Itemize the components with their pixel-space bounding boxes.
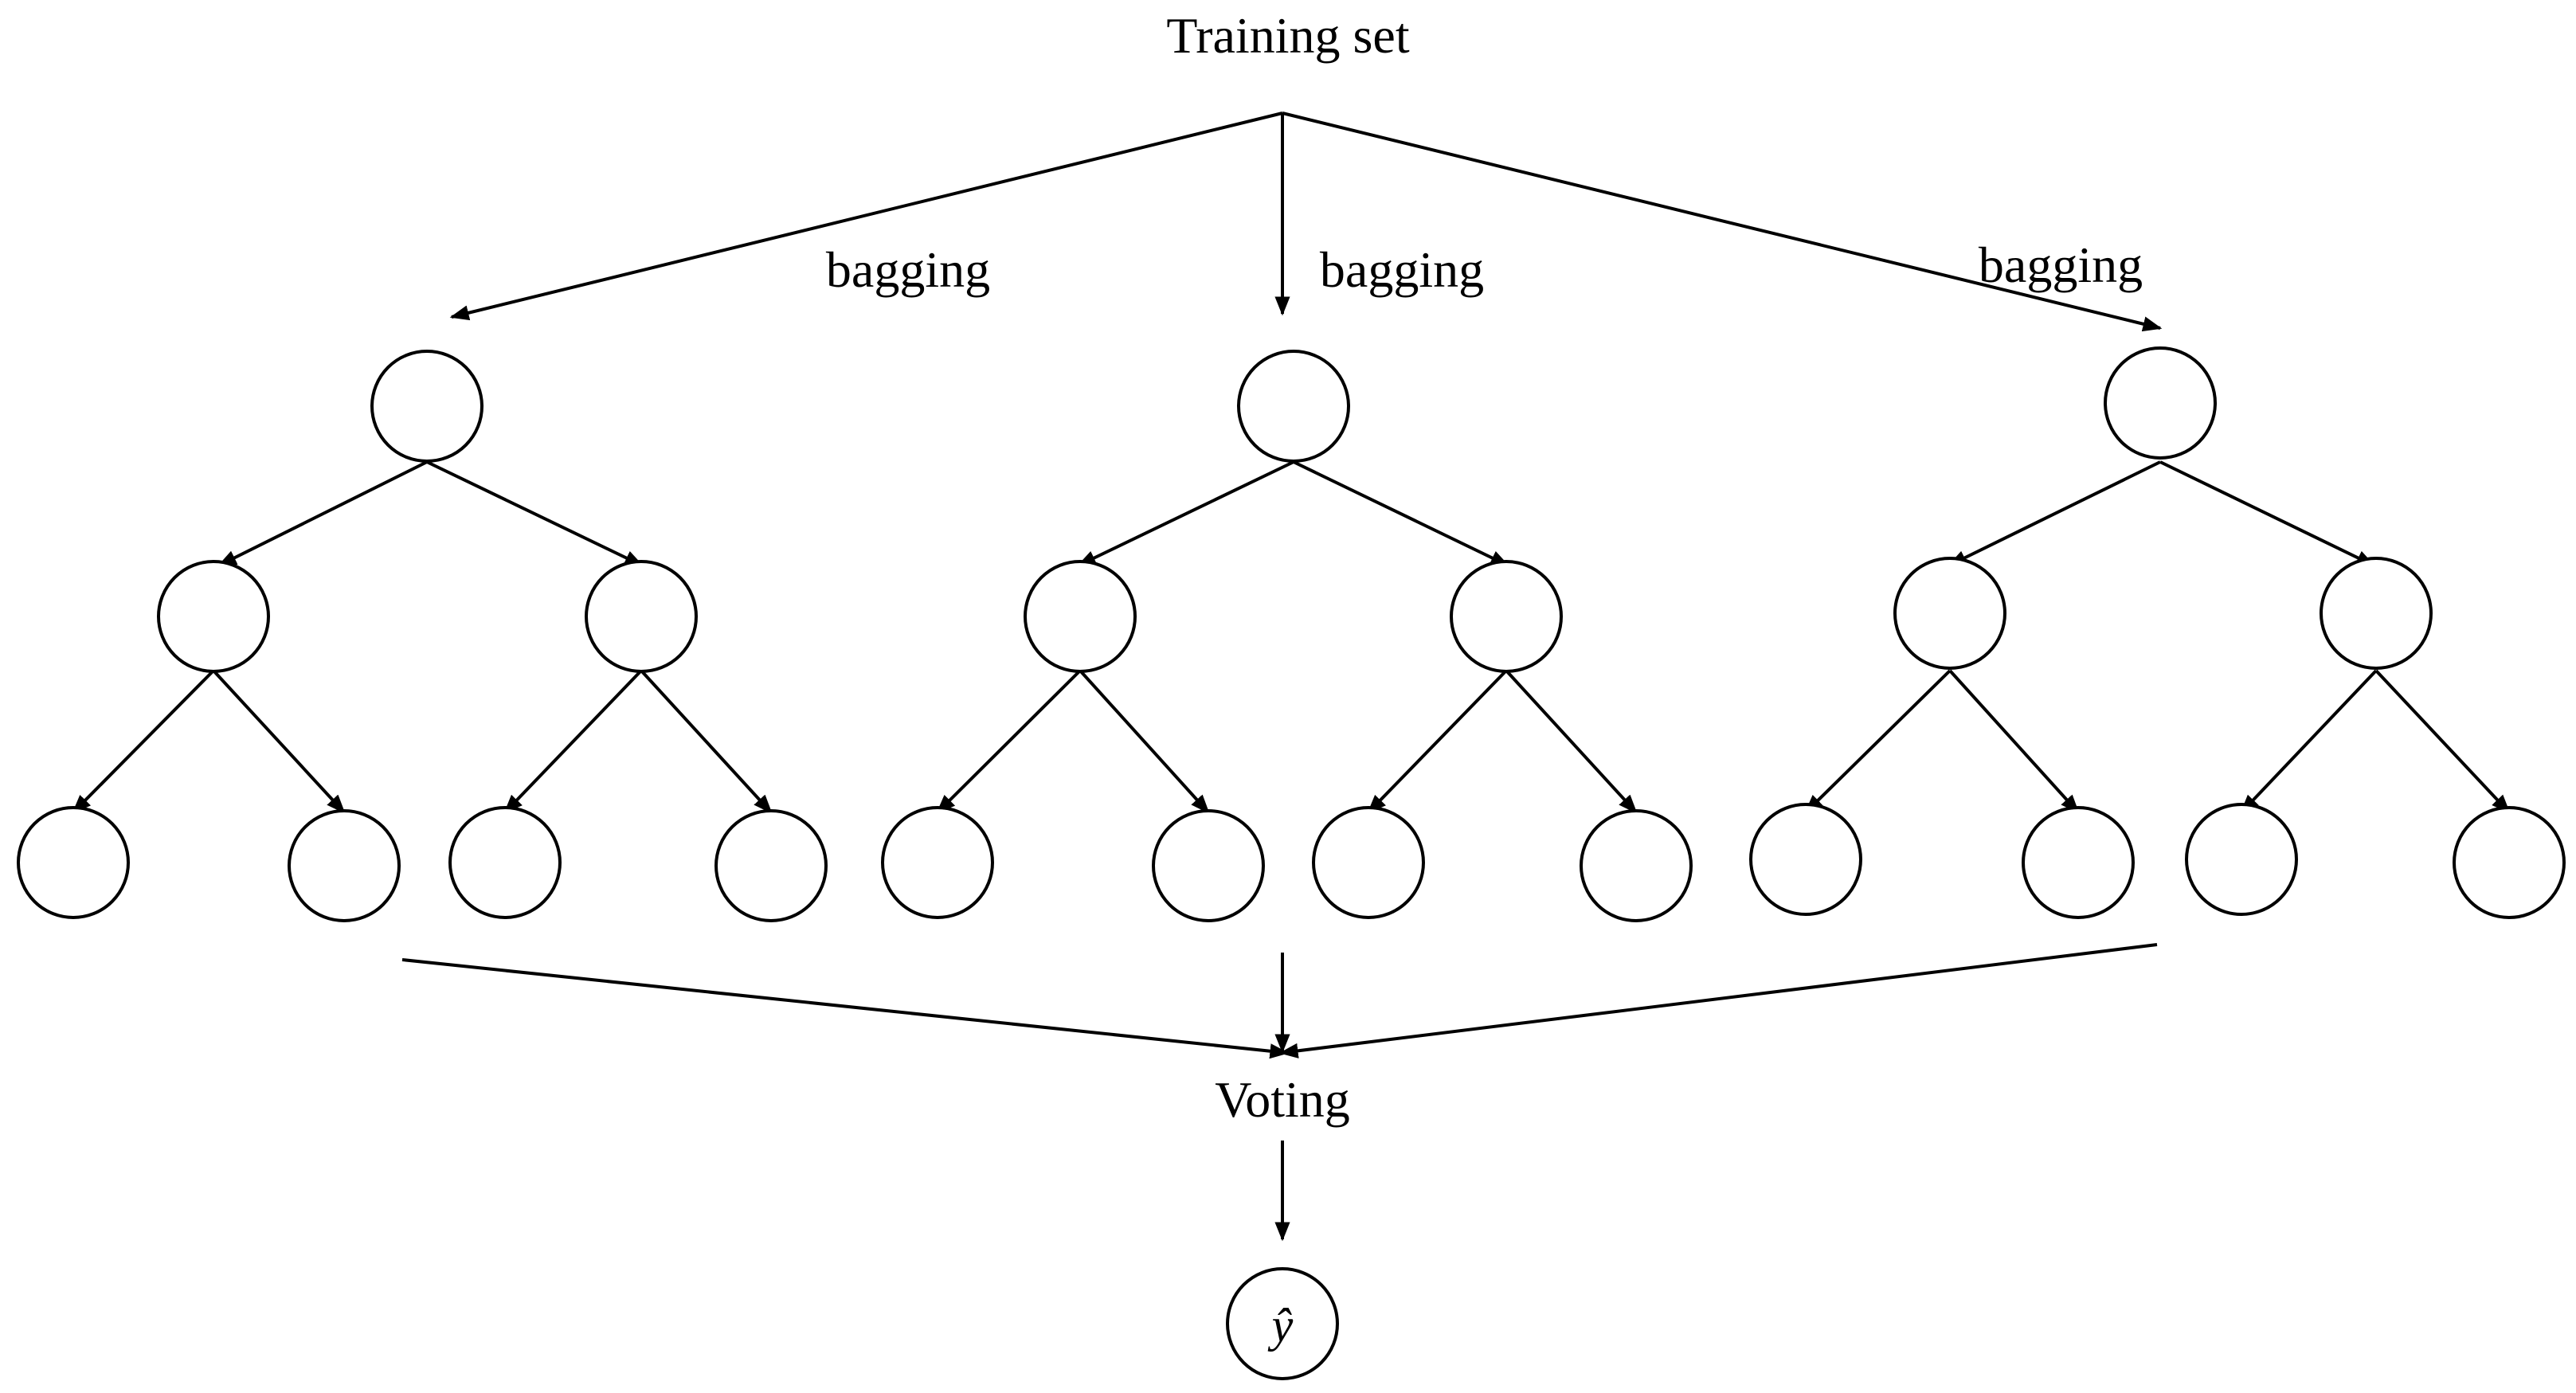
bagging-label-right: bagging <box>1979 237 2143 293</box>
tree-edge <box>1948 669 2080 814</box>
tree-edge <box>217 460 428 567</box>
tree-edge <box>212 669 346 814</box>
tree-edge <box>1293 460 1510 567</box>
tree-leaf-node <box>2022 806 2135 919</box>
decision-tree-2 <box>881 350 1693 922</box>
tree-edge <box>1804 669 1952 814</box>
tree-leaf-node <box>448 806 562 919</box>
tree-leaf-node <box>881 806 994 919</box>
tree-leaf-node <box>288 809 401 922</box>
tree-leaf-node <box>714 809 828 922</box>
tree-root-node <box>2104 346 2217 460</box>
bagging-edge-right <box>1282 112 2163 332</box>
tree-leaf-node <box>17 806 130 919</box>
tree-leaf-node <box>1152 809 1265 922</box>
tree-leaf-node <box>1580 809 1693 922</box>
tree-edge <box>1505 669 1638 814</box>
decision-tree-1 <box>17 350 828 922</box>
tree-edge <box>1367 669 1508 814</box>
tree-leaf-node <box>2185 803 2298 916</box>
tree-edge <box>1076 460 1294 567</box>
tree-internal-node <box>1024 560 1137 673</box>
prediction-output: ŷ <box>1226 1267 1339 1380</box>
tree-edge <box>2240 669 2378 814</box>
tree-edge <box>1947 460 2161 567</box>
tree-edge <box>426 460 644 567</box>
aggregation-edge-right <box>1278 943 2158 1058</box>
tree-leaf-node <box>1749 803 1862 916</box>
tree-internal-node <box>585 560 698 673</box>
tree-internal-node <box>1450 560 1563 673</box>
voting-label: Voting <box>1215 1071 1350 1128</box>
tree-edge <box>640 669 773 814</box>
output-node <box>1226 1267 1339 1380</box>
tree-leaf-node <box>1312 806 1425 919</box>
tree-edge <box>1079 669 1210 814</box>
bagging-label-left: bagging <box>826 241 990 298</box>
tree-root-node <box>1237 350 1350 463</box>
bagging-edges <box>449 112 2163 332</box>
tree-edge <box>936 669 1082 814</box>
tree-internal-node <box>157 560 270 673</box>
aggregation-edge-left <box>401 958 1290 1059</box>
tree-edge <box>2374 669 2511 814</box>
bagging-edge-left <box>449 112 1283 321</box>
tree-internal-node <box>2320 557 2433 670</box>
tree-root-node <box>370 350 483 463</box>
tree-leaf-node <box>2453 806 2566 919</box>
tree-edge <box>2159 460 2376 567</box>
aggregation-edges <box>401 943 2158 1059</box>
decision-tree-3 <box>1749 346 2566 919</box>
tree-edge <box>503 669 643 814</box>
tree-edge <box>72 669 215 814</box>
tree-internal-node <box>1893 557 2006 670</box>
output-label: ŷ <box>1267 1299 1294 1352</box>
training-set-title: Training set <box>1166 7 1409 64</box>
bagging-label-center: bagging <box>1320 241 1484 298</box>
